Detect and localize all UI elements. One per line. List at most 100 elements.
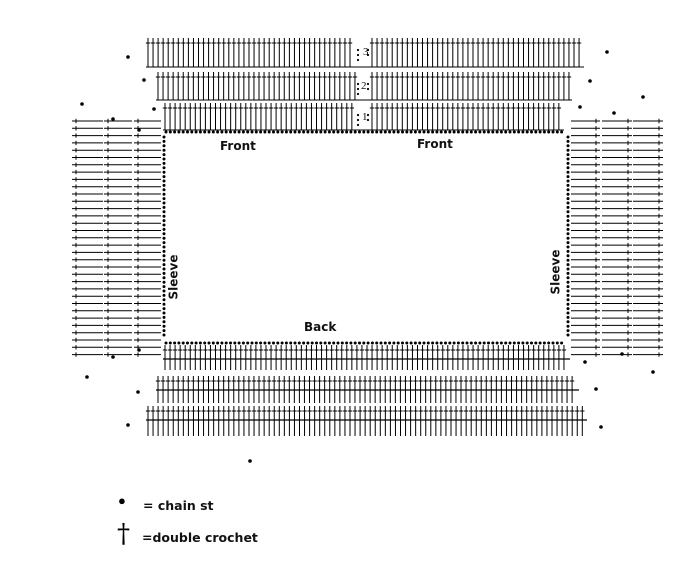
chain-stitch [512,341,516,345]
chain-stitch [162,197,166,201]
chain-stitch [319,341,323,345]
double-crochet-stitch [72,206,103,211]
chain-stitch [162,148,166,152]
chain-stitch [162,285,166,289]
double-crochet-stitch [633,118,663,124]
double-crochet-stitch [524,406,529,436]
chain-stitch [302,130,306,134]
chain-stitch [162,263,166,267]
chain-stitch [162,219,166,223]
double-crochet-stitch [329,345,334,370]
chain-stitch [478,341,482,345]
chain-stitch [482,130,486,134]
double-crochet-stitch [339,103,344,130]
double-crochet-stitch [267,406,272,436]
double-crochet-stitch [571,140,600,146]
double-crochet-stitch [633,228,663,233]
double-crochet-stitch [337,406,343,436]
double-crochet-stitch [384,72,390,100]
double-crochet-stitch [390,38,395,67]
double-crochet-stitch [307,72,312,100]
chain-stitch [229,130,232,134]
chain-stitch [465,341,469,345]
double-crochet-stitch [309,103,314,130]
double-crochet-stitch [405,103,410,130]
double-crochet-stitch [571,184,600,189]
double-crochet-stitch [541,72,546,100]
double-crochet-stitch [134,257,161,262]
double-crochet-stitch [302,406,307,436]
double-crochet-stitch [571,169,600,175]
double-crochet-stitch [405,345,410,370]
double-crochet-stitch [474,406,479,436]
double-crochet-stitch [294,103,299,130]
chain-stitch [80,102,84,106]
chain-stitch [362,130,366,134]
double-crochet-stitch [571,272,600,277]
double-crochet-stitch [633,264,663,270]
double-crochet-stitch [430,103,435,130]
double-crochet-stitch [72,148,103,153]
chain-stitch [366,130,370,134]
chain-stitch [237,130,241,134]
double-crochet-stitch [571,126,600,131]
double-crochet-stitch [72,126,103,131]
double-crochet-stitch [72,118,103,124]
double-crochet-stitch [243,103,248,130]
double-crochet-stitch [395,38,400,67]
double-crochet-stitch [571,323,600,328]
double-crochet-stitch [248,345,254,370]
chain-stitch [126,423,130,427]
double-crochet-stitch [134,169,161,175]
double-crochet-stitch [633,242,663,248]
chain-stitch [162,307,166,311]
double-crochet-stitch [526,345,531,370]
double-crochet-stitch [521,345,526,370]
chain-stitch [530,341,533,345]
double-crochet-stitch [571,199,600,204]
chain-stitch [293,130,297,134]
double-crochet-stitch [602,257,632,262]
double-crochet-stitch [602,155,632,160]
chain-stitch [435,130,439,134]
double-crochet-stitch [633,323,663,328]
double-crochet-stitch [167,103,173,130]
double-crochet-stitch [602,191,632,197]
chain-stitch [327,341,331,345]
double-crochet-stitch [226,38,231,67]
double-crochet-stitch [134,301,161,306]
double-crochet-stitch [501,72,506,100]
double-crochet-stitch [196,72,201,100]
double-crochet-stitch [104,330,132,335]
chain-stitch [203,341,207,345]
double-crochet-stitch [362,406,368,436]
chain-stitch [356,92,360,96]
double-crochet-stitch [72,264,103,270]
chain-stitch [353,130,357,134]
chain-stitch [566,320,570,324]
double-crochet-stitch [602,286,632,292]
double-crochet-stitch [191,72,196,100]
chain-stitch [216,341,220,345]
double-crochet-stitch [561,72,567,100]
chain-stitch [272,130,275,134]
double-crochet-stitch [496,38,501,67]
double-crochet-stitch [332,406,338,436]
double-crochet-stitch [440,72,445,100]
double-crochet-stitch [277,72,282,100]
chain-stitch [246,341,250,345]
chain-stitch [538,130,542,134]
chain-stitch [162,324,166,328]
double-crochet-stitch [475,345,481,370]
chain-stitch [566,210,570,214]
chain-stitch [190,130,194,134]
double-crochet-stitch [450,103,455,130]
chain-stitch [534,130,538,134]
double-crochet-stitch [347,406,353,436]
double-crochet-stitch [221,72,226,100]
double-crochet-stitch [633,191,663,197]
double-crochet-stitch [322,38,327,67]
double-crochet-stitch [228,103,233,130]
double-crochet-stitch [236,38,242,67]
double-crochet-stitch [571,301,600,306]
